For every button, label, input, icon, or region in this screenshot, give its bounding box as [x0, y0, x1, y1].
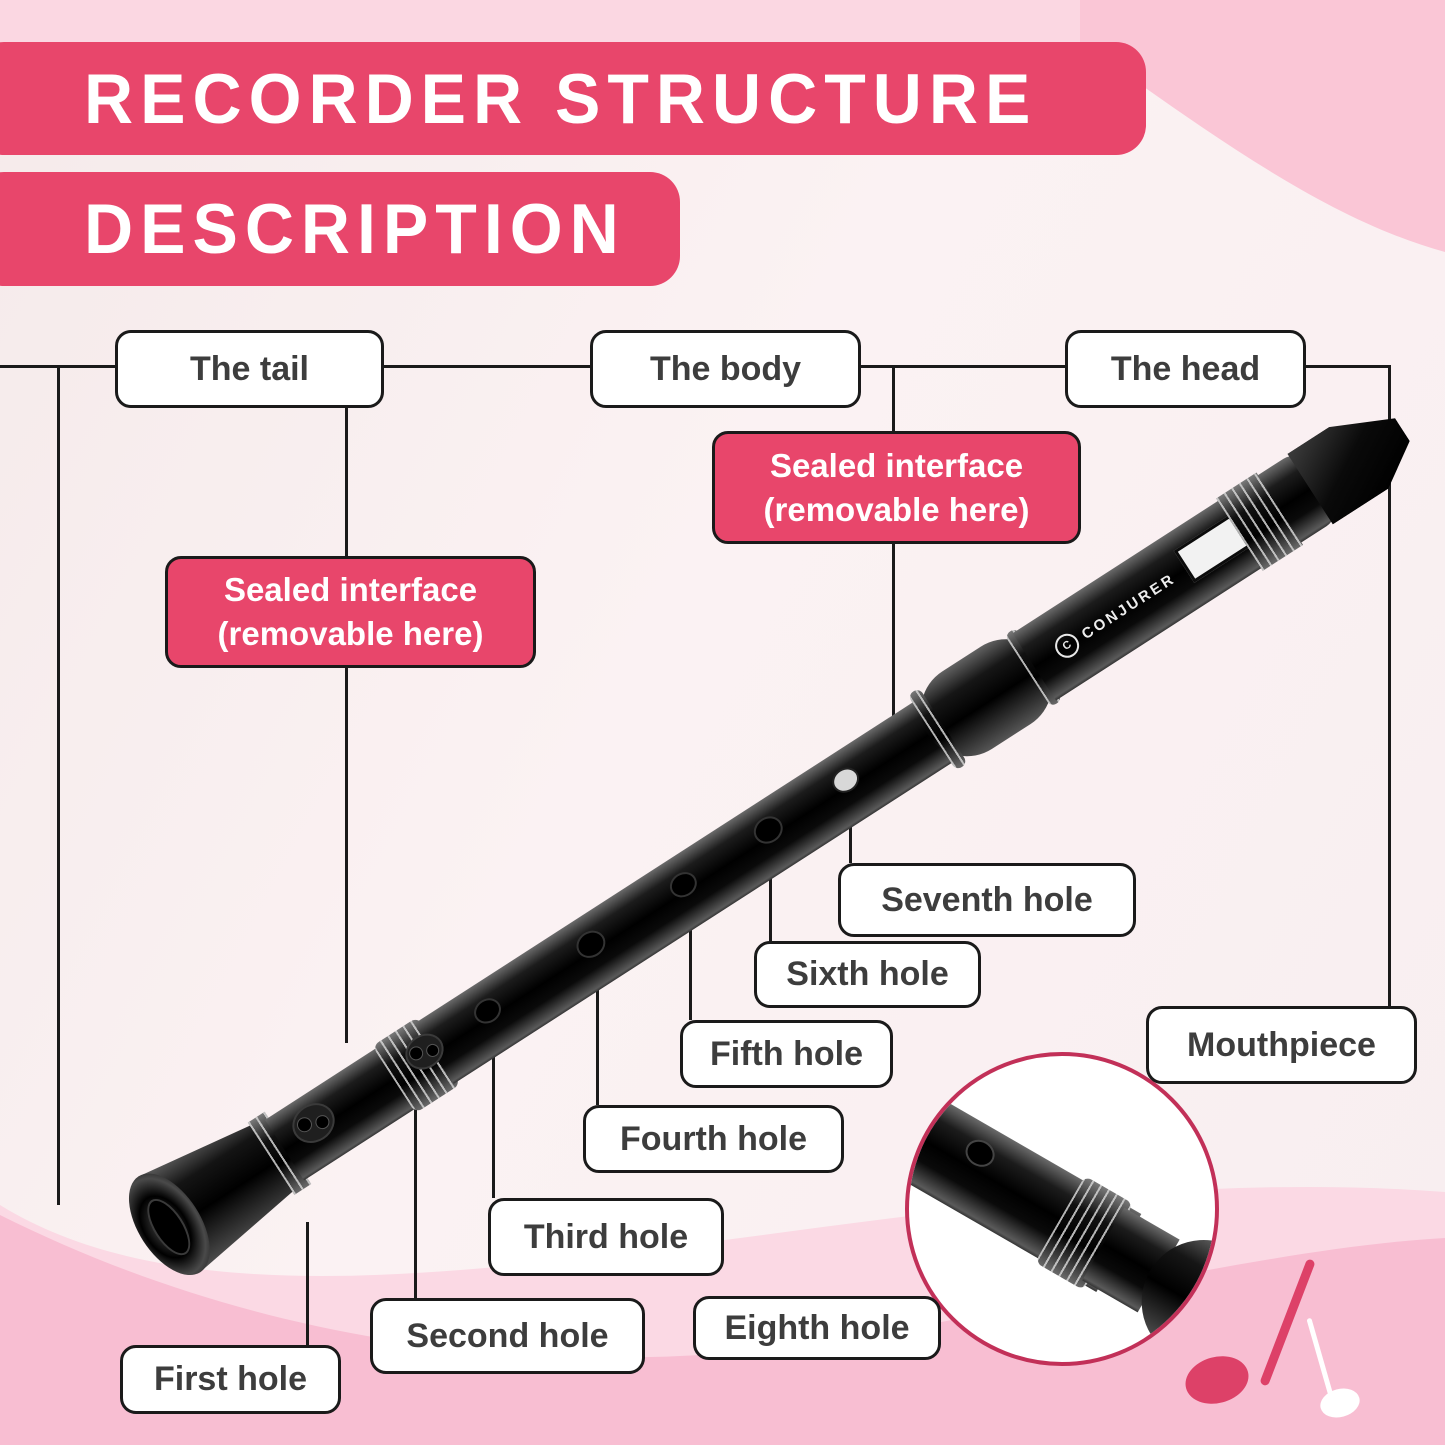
label-the-body-text: The body — [649, 349, 802, 388]
label-sixth-hole: Sixth hole — [754, 941, 981, 1008]
connector-line-tail — [57, 365, 60, 1205]
bottom-wave-main-shape — [0, 1215, 1445, 1445]
title-banner-line2: DESCRIPTION — [0, 172, 680, 286]
label-the-tail: The tail — [115, 330, 384, 408]
connector-line-head — [1388, 365, 1391, 1006]
magnifier-circle — [905, 1052, 1219, 1366]
connector-line-sixth — [769, 850, 772, 941]
connector-line-sealed-left — [345, 402, 348, 1043]
music-note-head — [1317, 1384, 1363, 1422]
connector-line-second — [414, 1103, 417, 1298]
label-eighth-hole-text: Eighth hole — [724, 1308, 910, 1347]
label-mouthpiece-text: Mouthpiece — [1187, 1025, 1376, 1064]
page-title-line2: DESCRIPTION — [84, 189, 626, 269]
callout-sealed-interface-head: Sealed interface (removable here) — [712, 431, 1081, 544]
label-seventh-hole-text: Seventh hole — [881, 880, 1093, 919]
label-the-head: The head — [1065, 330, 1306, 408]
label-the-tail-text: The tail — [189, 349, 310, 388]
connector-line-first — [306, 1222, 309, 1345]
sealed-interface-line2: (removable here) — [217, 615, 484, 652]
label-fourth-hole-text: Fourth hole — [620, 1119, 807, 1158]
connector-line-third — [492, 1030, 495, 1198]
title-banner-line1: RECORDER STRUCTURE — [0, 42, 1146, 155]
label-third-hole-text: Third hole — [523, 1217, 689, 1256]
label-seventh-hole: Seventh hole — [838, 863, 1136, 937]
music-note-stem — [1306, 1317, 1335, 1402]
corner-blob-shape — [1080, 0, 1445, 252]
sealed-interface-line1: Sealed interface — [223, 571, 478, 609]
label-third-hole: Third hole — [488, 1198, 724, 1276]
label-first-hole: First hole — [120, 1345, 341, 1414]
connector-line-sealed-right — [892, 365, 895, 742]
music-note-white-icon — [1300, 1315, 1364, 1422]
label-first-hole-text: First hole — [153, 1360, 308, 1398]
connector-line — [855, 365, 1065, 368]
music-note-head — [1180, 1349, 1254, 1411]
label-second-hole: Second hole — [370, 1298, 645, 1374]
sealed-interface-line1: Sealed interface — [769, 446, 1024, 484]
music-note-icon — [1180, 1245, 1316, 1411]
connector-line — [378, 365, 590, 368]
label-the-head-text: The head — [1110, 349, 1261, 388]
label-the-body: The body — [590, 330, 861, 408]
connector-line — [1300, 365, 1391, 368]
sealed-interface-line2: (removable here) — [763, 490, 1030, 528]
page-title-line1: RECORDER STRUCTURE — [84, 58, 1038, 139]
label-mouthpiece: Mouthpiece — [1146, 1006, 1417, 1084]
label-second-hole-text: Second hole — [406, 1316, 609, 1355]
label-fourth-hole: Fourth hole — [583, 1105, 844, 1173]
callout-sealed-interface-tail: Sealed interface (removable here) — [165, 556, 536, 668]
label-fifth-hole: Fifth hole — [680, 1020, 893, 1088]
label-eighth-hole: Eighth hole — [693, 1296, 941, 1360]
label-sixth-hole-text: Sixth hole — [786, 955, 949, 993]
label-fifth-hole-text: Fifth hole — [710, 1034, 863, 1073]
connector-line-fourth — [596, 990, 599, 1105]
connector-line-fifth — [689, 930, 692, 1020]
